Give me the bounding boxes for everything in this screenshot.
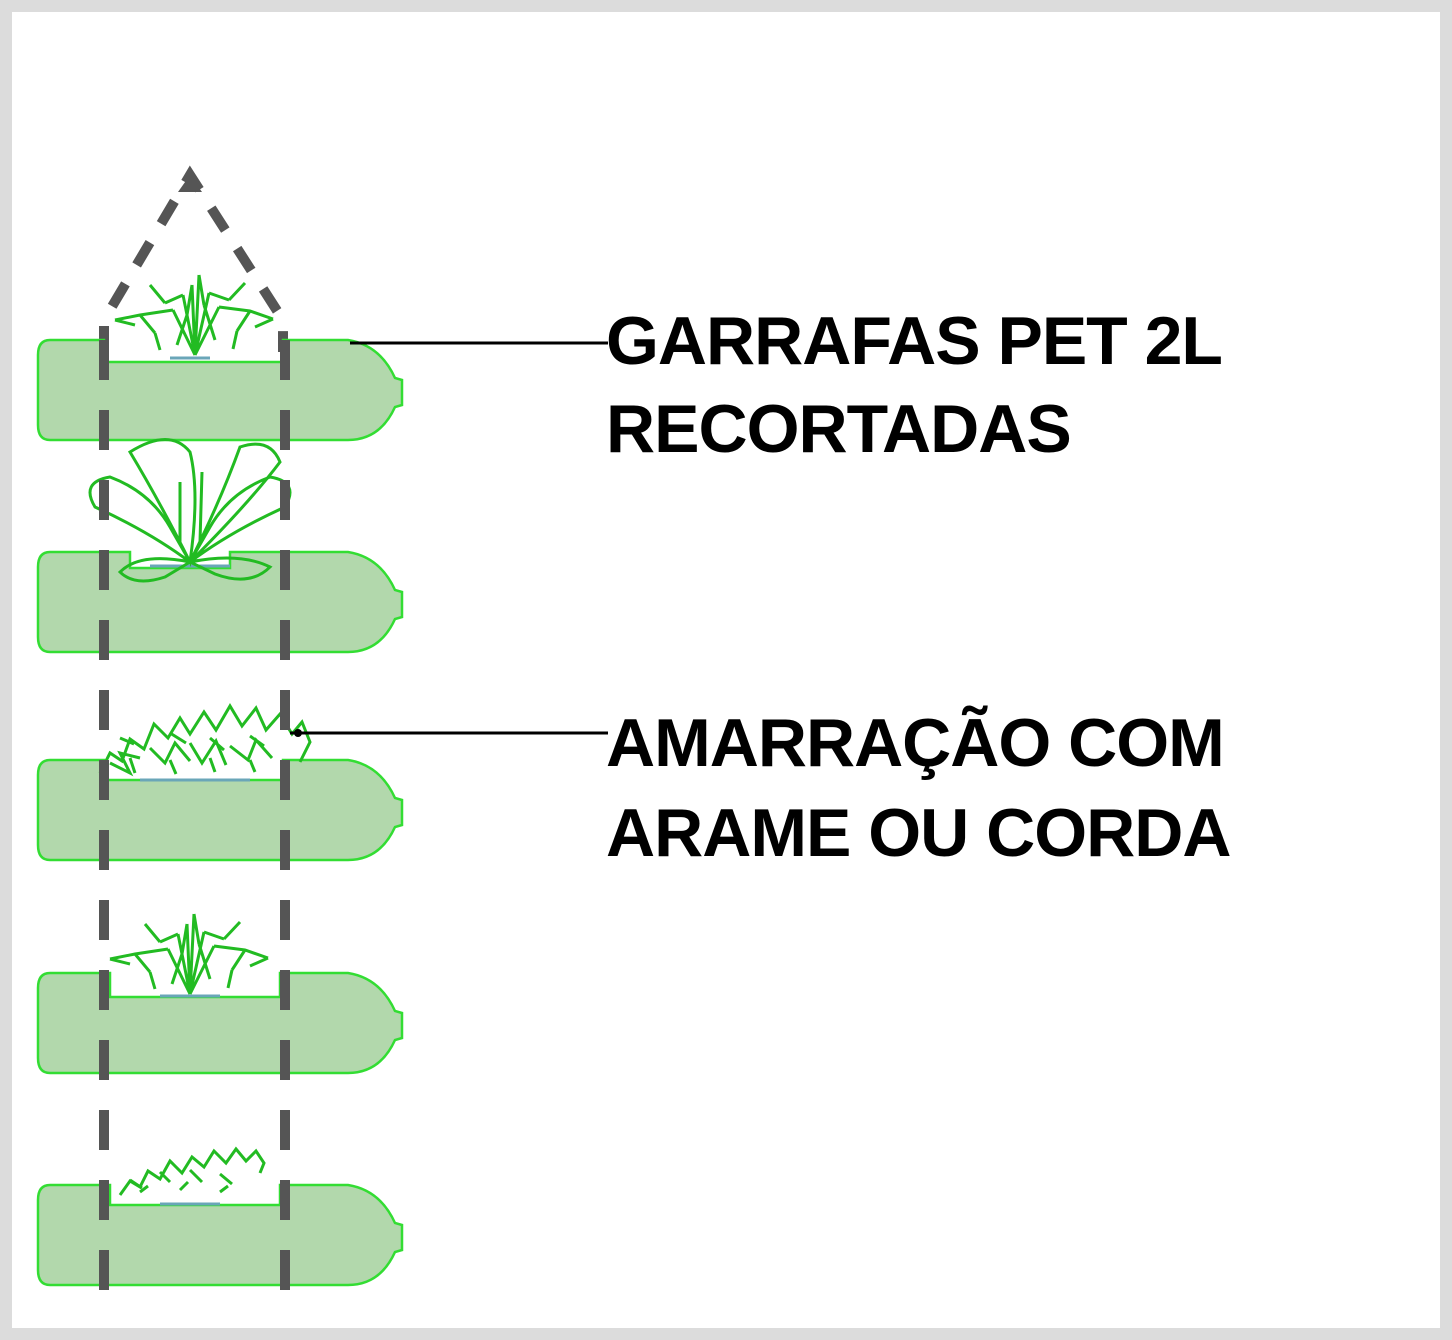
pet-bottle-1 xyxy=(36,338,404,442)
pet-bottle-4 xyxy=(36,971,404,1075)
pet-bottle-5 xyxy=(36,1183,404,1287)
label-bottles-line2: RECORTADAS xyxy=(606,391,1072,467)
drawing-sheet xyxy=(12,12,1440,1328)
plant-bush xyxy=(98,704,312,776)
label-tie-line1: AMARRAÇÃO COM xyxy=(606,705,1225,781)
plant-grass-2 xyxy=(108,912,270,996)
label-tie-line2: ARAME OU CORDA xyxy=(606,795,1231,871)
pet-bottle-3 xyxy=(36,758,404,862)
label-bottles-line1: GARRAFAS PET 2L xyxy=(606,303,1223,379)
plant-grass-1 xyxy=(113,273,275,357)
plant-low xyxy=(118,1147,266,1197)
